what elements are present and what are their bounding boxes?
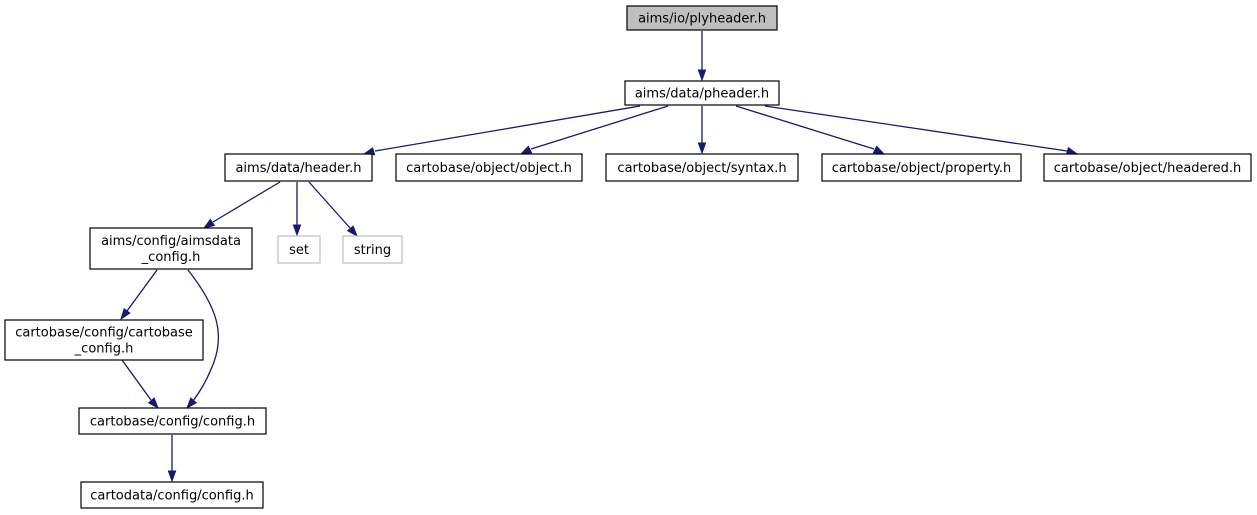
node-label: cartobase/config/config.h — [90, 415, 255, 430]
node-label: cartobase/object/syntax.h — [617, 161, 786, 176]
edge-line — [308, 181, 351, 229]
edge-header-to-string — [308, 181, 358, 238]
node-label: aims/data/pheader.h — [635, 87, 769, 102]
nodes-layer: aims/io/plyheader.h aims/data/pheader.h ai… — [4, 5, 1252, 509]
node-box — [626, 5, 778, 31]
node-label: aims/config/aimsdata — [101, 234, 241, 249]
node-box — [342, 235, 403, 264]
arrow-head — [346, 225, 358, 238]
node-object[interactable]: cartobase/object/object.h — [395, 153, 583, 182]
edges-layer — [120, 31, 1079, 483]
edge-pheader-to-syntax — [697, 106, 707, 155]
node-box — [4, 319, 204, 361]
arrow-head — [167, 470, 177, 483]
edge-line — [530, 105, 669, 150]
node-pheader[interactable]: aims/data/pheader.h — [624, 80, 780, 106]
arrow-head — [147, 397, 159, 410]
node-box — [277, 235, 321, 264]
edge-line — [374, 105, 641, 152]
edge-header-to-aimsdata_config — [202, 181, 281, 229]
node-label: string — [354, 243, 391, 258]
edge-cartobase_config-to-cb_config — [121, 359, 159, 410]
node-label: _config.h — [74, 342, 134, 357]
node-property[interactable]: cartobase/object/property.h — [821, 153, 1022, 182]
node-box — [78, 407, 267, 435]
node-cartobase_config[interactable]: cartobase/config/cartobase_config.h — [4, 319, 204, 361]
edge-header-to-set — [292, 182, 302, 237]
node-box — [80, 481, 264, 509]
node-label: cartobase/object/property.h — [832, 161, 1012, 176]
arrow-head — [292, 224, 302, 237]
node-label: cartodata/config/config.h — [90, 489, 253, 504]
node-string: string — [342, 235, 403, 264]
node-label: aims/io/plyheader.h — [638, 12, 766, 27]
node-box — [89, 227, 253, 270]
node-label: cartobase/object/headered.h — [1054, 161, 1241, 176]
edge-pheader-to-header — [362, 105, 641, 156]
edge-line — [212, 181, 281, 223]
arrow-head — [697, 69, 707, 82]
edge-pheader-to-headered — [764, 105, 1079, 156]
node-box — [395, 153, 583, 182]
edge-line — [126, 269, 158, 312]
node-syntax[interactable]: cartobase/object/syntax.h — [605, 153, 799, 182]
edge-pheader-to-object — [519, 105, 669, 155]
arrow-head — [697, 142, 707, 155]
node-label: cartobase/object/object.h — [406, 161, 572, 176]
node-box — [624, 80, 780, 106]
node-box — [821, 153, 1022, 182]
node-label: aims/data/header.h — [235, 161, 361, 176]
edge-line — [187, 269, 220, 402]
edge-line — [764, 105, 1068, 152]
node-header[interactable]: aims/data/header.h — [224, 153, 373, 182]
node-label: set — [289, 243, 309, 258]
node-label: cartobase/config/cartobase — [15, 326, 193, 341]
edge-line — [121, 359, 152, 401]
arrow-head — [202, 218, 216, 229]
node-cd_config[interactable]: cartodata/config/config.h — [80, 481, 264, 509]
node-box — [224, 153, 373, 182]
edge-cb_config-to-cd_config — [167, 435, 177, 483]
edge-pheader-to-property — [735, 105, 886, 155]
node-set: set — [277, 235, 321, 264]
node-box — [1043, 153, 1252, 182]
edge-aimsdata_config-to-cartobase_config — [120, 269, 158, 321]
arrow-head — [519, 145, 533, 155]
arrow-head — [120, 308, 131, 321]
node-cb_config[interactable]: cartobase/config/config.h — [78, 407, 267, 435]
edge-line — [735, 105, 875, 150]
arrow-head — [872, 145, 886, 155]
node-box — [605, 153, 799, 182]
edge-plyheader-to-pheader — [697, 31, 707, 82]
node-plyheader[interactable]: aims/io/plyheader.h — [626, 5, 778, 31]
node-aimsdata_config[interactable]: aims/config/aimsdata_config.h — [89, 227, 253, 270]
edge-aimsdata_config-to-cb_config — [186, 269, 220, 410]
arrow-head — [186, 397, 198, 410]
node-label: _config.h — [141, 250, 201, 265]
node-headered[interactable]: cartobase/object/headered.h — [1043, 153, 1252, 182]
